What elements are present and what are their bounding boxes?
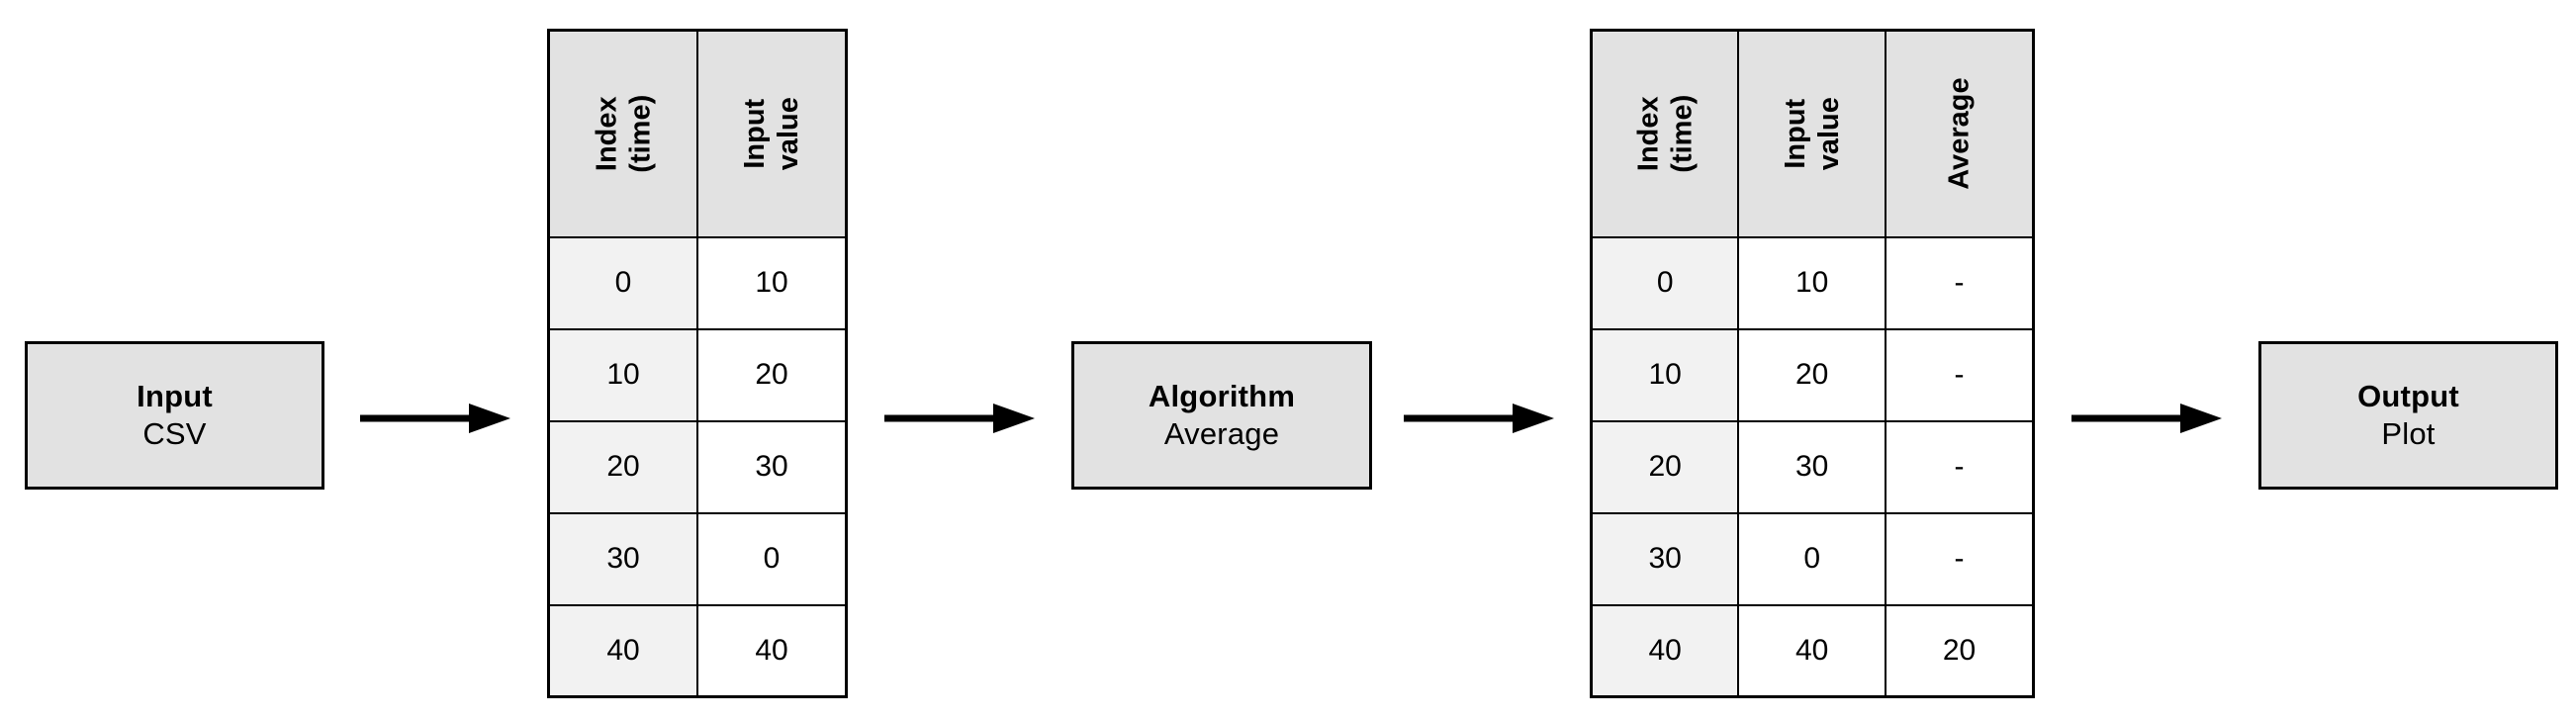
cell-input-value: 30 <box>1737 419 1887 514</box>
cell-index: 30 <box>1590 511 1740 606</box>
cell-average: 20 <box>1885 603 2035 698</box>
cell-index: 40 <box>547 603 699 698</box>
cell-input-value: 10 <box>696 235 848 330</box>
table-header-row: Index (time) Input value <box>547 29 848 238</box>
column-header-input-value-label: Input value <box>738 97 805 171</box>
cell-input-value: 0 <box>1737 511 1887 606</box>
table-row: 10 20 <box>547 327 848 422</box>
process-box-input-subtitle: CSV <box>142 416 207 451</box>
cell-index: 20 <box>1590 419 1740 514</box>
column-header-index: Index (time) <box>547 29 699 238</box>
process-box-algorithm-title: Algorithm <box>1148 379 1296 414</box>
process-box-input[interactable]: Input CSV <box>25 341 324 490</box>
table-row: 40 40 <box>547 603 848 698</box>
arrow-right-icon-4 <box>2071 399 2222 438</box>
table-row: 30 0 <box>547 511 848 606</box>
column-header-index-label: Index (time) <box>1631 94 1699 173</box>
cell-average: - <box>1885 511 2035 606</box>
column-header-average: Average <box>1885 29 2035 238</box>
table-row: 20 30 <box>547 419 848 514</box>
arrow-right-icon-1 <box>360 399 510 438</box>
process-box-algorithm[interactable]: Algorithm Average <box>1071 341 1372 490</box>
cell-average: - <box>1885 419 2035 514</box>
cell-input-value: 10 <box>1737 235 1887 330</box>
process-box-input-title: Input <box>137 379 213 414</box>
column-header-index: Index (time) <box>1590 29 1740 238</box>
table-row: 30 0 - <box>1590 511 2035 606</box>
cell-input-value: 20 <box>696 327 848 422</box>
process-box-output[interactable]: Output Plot <box>2258 341 2558 490</box>
table-row: 0 10 <box>547 235 848 330</box>
cell-average: - <box>1885 327 2035 422</box>
cell-index: 10 <box>547 327 699 422</box>
table-row: 0 10 - <box>1590 235 2035 330</box>
column-header-input-value: Input value <box>696 29 848 238</box>
cell-index: 40 <box>1590 603 1740 698</box>
process-box-output-subtitle: Plot <box>2381 416 2436 451</box>
column-header-index-label: Index (time) <box>590 94 657 173</box>
table-row: 40 40 20 <box>1590 603 2035 698</box>
cell-index: 30 <box>547 511 699 606</box>
cell-input-value: 40 <box>1737 603 1887 698</box>
cell-index: 20 <box>547 419 699 514</box>
cell-average: - <box>1885 235 2035 330</box>
cell-input-value: 20 <box>1737 327 1887 422</box>
process-box-output-title: Output <box>2357 379 2459 414</box>
table-row: 10 20 - <box>1590 327 2035 422</box>
output-table: Index (time) Input value Average 0 10 - … <box>1590 29 2035 698</box>
cell-index: 10 <box>1590 327 1740 422</box>
arrow-right-icon-2 <box>884 399 1035 438</box>
input-table: Index (time) Input value 0 10 10 20 20 3… <box>547 29 848 698</box>
cell-index: 0 <box>547 235 699 330</box>
process-box-algorithm-subtitle: Average <box>1163 416 1280 451</box>
cell-input-value: 30 <box>696 419 848 514</box>
cell-index: 0 <box>1590 235 1740 330</box>
arrow-right-icon-3 <box>1404 399 1554 438</box>
cell-input-value: 0 <box>696 511 848 606</box>
table-row: 20 30 - <box>1590 419 2035 514</box>
column-header-average-label: Average <box>1943 77 1976 190</box>
table-header-row: Index (time) Input value Average <box>1590 29 2035 238</box>
column-header-input-value: Input value <box>1737 29 1887 238</box>
column-header-input-value-label: Input value <box>1779 97 1845 171</box>
cell-input-value: 40 <box>696 603 848 698</box>
